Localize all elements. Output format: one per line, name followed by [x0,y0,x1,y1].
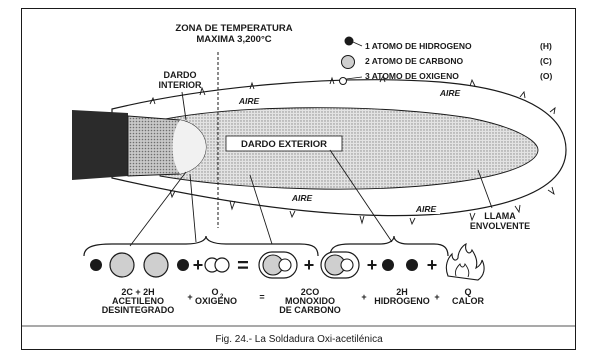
inner-dart-label-line1: DARDO [164,70,197,80]
oxygen-formula-subscript: 2 [220,294,224,300]
hydrogen-atom-icon [90,259,102,271]
heat-flame-icon [445,242,485,281]
acetylene-label: ACETILENO [112,296,164,306]
air-labels: AIRE AIRE AIRE AIRE [236,88,464,214]
air-label-top-right: AIRE [439,88,461,98]
outer-dart [159,107,539,190]
air-label-bottom-right: AIRE [415,204,437,214]
equation-plus-4: + [427,255,438,275]
carbon-atom-icon [341,55,355,69]
legend-symbol-oxygen: (O) [540,71,552,81]
hydrogen-atom-icon [406,259,418,271]
equation-labels: 2C + 2H ACETILENO DESINTEGRADO + O 2 OXI… [102,287,485,315]
reaction-connectors [129,149,393,247]
inner-dart-pointer [181,91,187,121]
equation-label-plus-3: + [434,292,439,302]
oxygen-atom-icon [339,77,347,85]
heat-label: CALOR [452,296,484,306]
equation-plus-2: + [304,255,315,275]
co-sublabel: DE CARBONO [279,305,341,315]
acetylene-formula: 2C + 2H [121,287,154,297]
hydrogen-formula: 2H [396,287,408,297]
air-label-bottom-left: AIRE [291,193,313,203]
equation-label-equals: = [259,292,264,302]
legend-label-oxygen: 3 ATOMO DE OXIGENO [365,71,459,81]
inner-dart-label-line2: INTERIOR [158,80,202,90]
equation-plus-3: + [367,255,378,275]
oxygen-atom-icon [340,258,354,272]
envelope-flame-label-line1: LLAMA [484,211,516,221]
legend-symbol-hydrogen: (H) [540,41,552,51]
legend-label-hydrogen: 1 ATOMO DE HIDROGENO [365,41,472,51]
figure-caption: Fig. 24.- La Soldadura Oxi-acetilénica [215,334,383,345]
flame-edge-spikes [149,74,556,226]
torch-nozzle [72,110,128,180]
co-formula: 2CO [301,287,320,297]
oxygen-label: OXIGENO [195,296,237,306]
legend: 1 ATOMO DE HIDROGENO (H) 2 ATOMO DE CARB… [339,36,552,85]
equation-label-plus-2: + [361,292,366,302]
inner-dart-tip [172,120,206,174]
equation-row: + = + + + [90,242,485,281]
equation-braces [83,235,449,257]
carbon-atom-icon [109,252,135,278]
heat-formula: Q [464,287,471,297]
equation-equals: = [237,255,249,277]
zone-label-line2: MAXIMA 3,200°C [196,34,271,45]
hydrogen-atom-icon [177,259,189,271]
outer-dart-label-box [225,135,343,152]
zone-label-line1: ZONA DE TEMPERATURA [175,23,292,34]
equation-plus-1: + [193,255,204,275]
acetylene-sublabel: DESINTEGRADO [102,305,175,315]
hydrogen-atom-icon [344,36,354,46]
air-label-top-left: AIRE [238,96,260,106]
carbon-atom-icon [143,252,169,278]
envelope-flame-label-line2: ENVOLVENTE [470,221,530,231]
oxygen-atom-icon [214,257,230,273]
oxygen-atom-icon [278,258,292,272]
legend-label-carbon: 2 ATOMO DE CARBONO [365,56,463,66]
hydrogen-atom-icon [382,259,394,271]
hydrogen-label: HIDROGENO [374,296,430,306]
oxygen-formula: O [211,287,218,297]
legend-symbol-carbon: (C) [540,56,552,66]
outer-dart-label: DARDO EXTERIOR [241,139,327,150]
envelope-flame-pointer [477,169,493,209]
co-label: MONOXIDO [285,296,335,306]
equation-label-plus-1: + [187,292,192,302]
